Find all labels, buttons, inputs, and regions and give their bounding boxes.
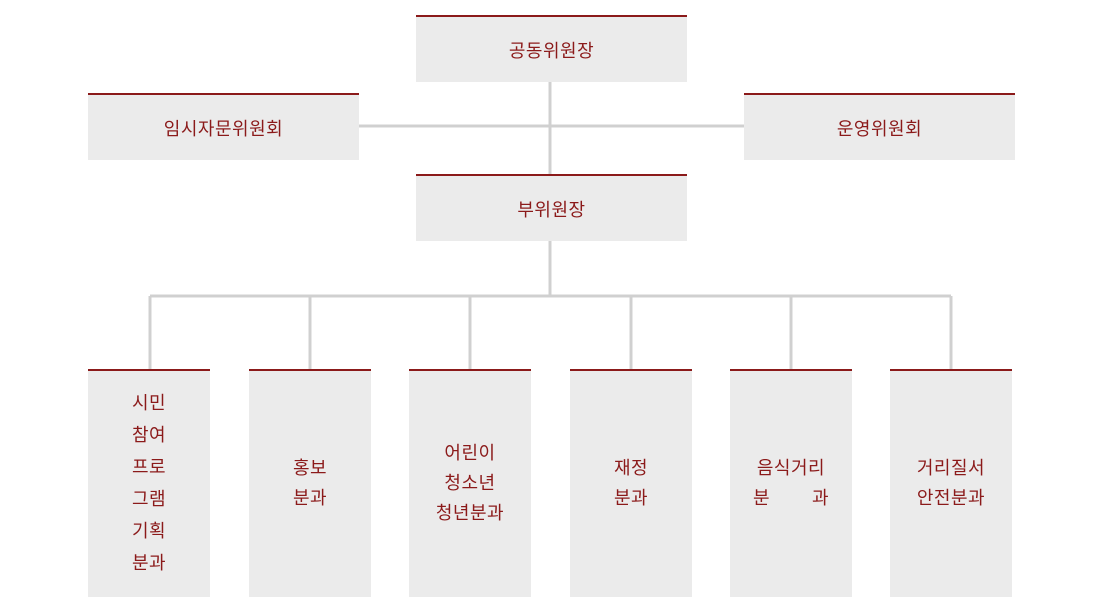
node-division-youth: 어린이 청소년 청년분과	[409, 369, 531, 597]
division-text-line: 어린이	[444, 443, 496, 464]
node-division-street-safety: 거리질서 안전분과	[890, 369, 1012, 597]
node-co-chair: 공동위원장	[416, 15, 687, 82]
node-division-citizen: 시민 참여 프로 그램 기획 분과	[88, 369, 210, 597]
division-text-char: 과	[811, 488, 829, 509]
node-division-pr: 홍보 분과	[249, 369, 371, 597]
division-text-line: 거리질서	[916, 458, 986, 479]
division-text-line: 참여	[131, 425, 167, 446]
division-text-char: 분	[753, 488, 771, 509]
division-text-line: 기획	[131, 521, 167, 542]
division-text-line: 홍보	[292, 458, 328, 479]
division-text-line: 청년분과	[435, 503, 505, 524]
node-co-chair-label: 공동위원장	[508, 40, 595, 62]
division-text-line: 분과	[613, 488, 649, 509]
division-text-line: 분과	[292, 488, 328, 509]
division-text-line: 그램	[131, 489, 167, 510]
node-division-finance: 재정 분과	[570, 369, 692, 597]
division-text-line: 시민	[131, 393, 167, 414]
division-text-line: 프로	[131, 457, 167, 478]
division-text-line: 청소년	[444, 473, 496, 494]
node-advisory-committee: 임시자문위원회	[88, 93, 359, 160]
node-advisory-committee-label: 임시자문위원회	[163, 118, 284, 140]
division-text-line: 분과	[131, 553, 167, 574]
node-steering-committee: 운영위원회	[744, 93, 1015, 160]
division-text-line: 안전분과	[916, 488, 986, 509]
node-vice-chair-label: 부위원장	[517, 199, 586, 221]
node-steering-committee-label: 운영위원회	[836, 118, 923, 140]
division-text-line: 재정	[613, 458, 649, 479]
division-text-line: 음식거리	[756, 458, 826, 479]
node-vice-chair: 부위원장	[416, 174, 687, 241]
